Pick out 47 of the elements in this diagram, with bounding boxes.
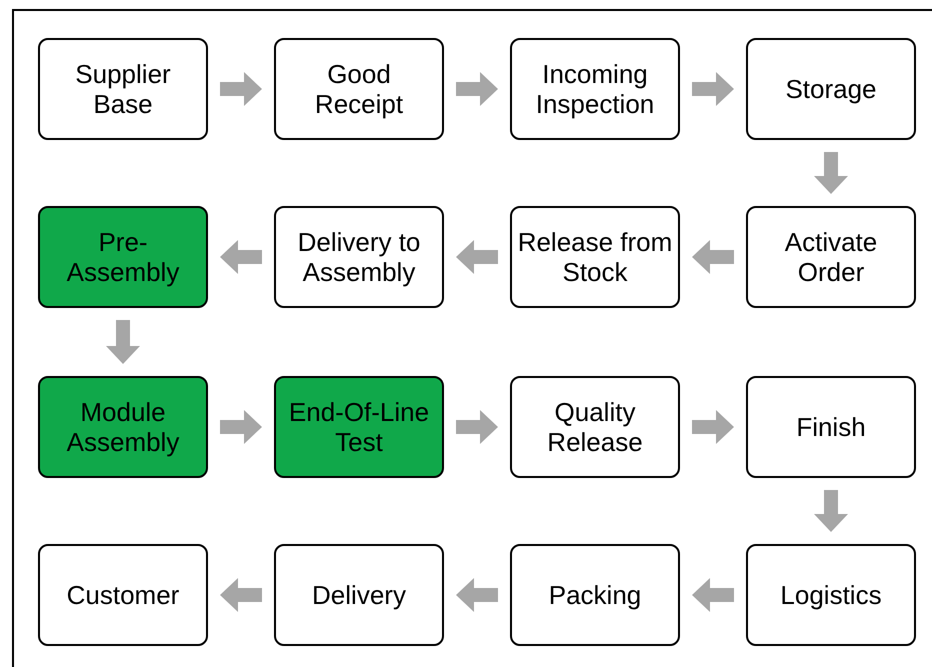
process-box xyxy=(38,376,208,478)
box-label: Delivery to Assembly xyxy=(296,227,422,287)
box-label: Good Receipt xyxy=(314,59,404,119)
arrow xyxy=(456,578,498,612)
arrow xyxy=(814,152,848,194)
process-box xyxy=(274,38,444,140)
arrow xyxy=(106,320,140,364)
box-label: Supplier Base xyxy=(74,59,172,119)
arrow xyxy=(692,578,734,612)
process-box xyxy=(274,206,444,308)
arrow xyxy=(456,72,498,106)
box-label: Pre-Assembly xyxy=(66,227,180,287)
process-box xyxy=(746,38,916,140)
process-box xyxy=(746,544,916,646)
arrow xyxy=(692,72,734,106)
arrow xyxy=(220,578,262,612)
box-label: Storage xyxy=(785,74,877,104)
process-box xyxy=(746,206,916,308)
box-label: Delivery xyxy=(312,580,406,610)
box-label: Finish xyxy=(796,412,866,442)
arrow xyxy=(220,240,262,274)
box-label: Logistics xyxy=(780,580,882,610)
process-box xyxy=(274,376,444,478)
arrow xyxy=(692,240,734,274)
process-box xyxy=(510,206,680,308)
process-box xyxy=(510,544,680,646)
arrow xyxy=(456,240,498,274)
arrow xyxy=(814,490,848,532)
process-box xyxy=(38,38,208,140)
process-box xyxy=(510,376,680,478)
box-label: Packing xyxy=(548,580,642,610)
box-label: Release from Stock xyxy=(516,227,674,287)
process-box xyxy=(274,544,444,646)
box-label: Incoming Inspection xyxy=(534,59,656,119)
box-label: Quality Release xyxy=(546,397,644,457)
process-box xyxy=(38,544,208,646)
box-label: Activate Order xyxy=(784,227,878,287)
process-box xyxy=(38,206,208,308)
box-label: End-Of-Line Test xyxy=(288,397,430,457)
arrow xyxy=(220,72,262,106)
arrow xyxy=(220,410,262,444)
box-label: Customer xyxy=(66,580,180,610)
box-label: Module Assembly xyxy=(66,397,180,457)
process-box xyxy=(510,38,680,140)
process-box xyxy=(746,376,916,478)
arrow xyxy=(456,410,498,444)
arrow xyxy=(692,410,734,444)
